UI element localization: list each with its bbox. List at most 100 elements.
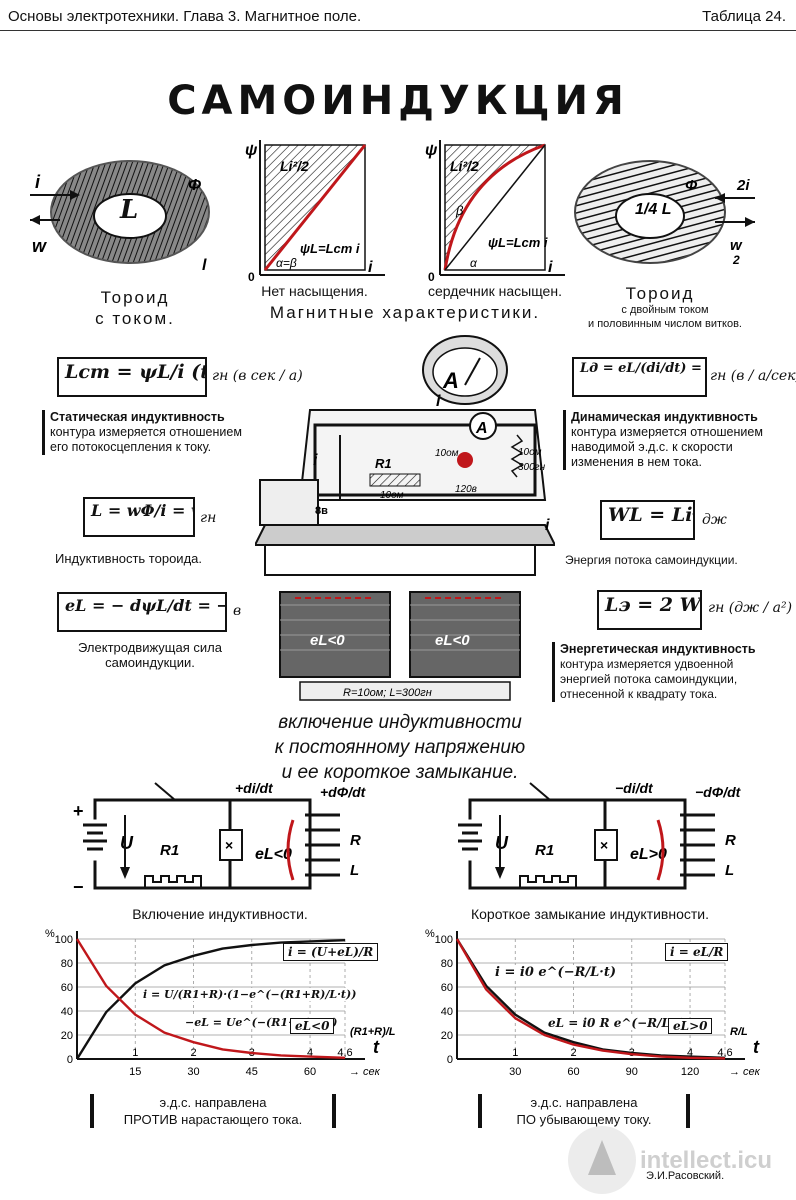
chart0-rise-formula: i = U/(R1+R)·(1−e^(−(R1+R)/L·t)): [143, 988, 357, 1001]
svg-text:10ом: 10ом: [380, 490, 404, 501]
dynamic-inductance-formula: Lд = eL/(di/dt) = dψL/di (tgβ): [572, 357, 707, 397]
svg-text:w: w: [730, 237, 743, 254]
toroid-left-caption-1: Тороид: [100, 288, 170, 307]
chart1-xtick-lower: 90: [626, 1066, 638, 1078]
svg-text:1/4 L: 1/4 L: [635, 201, 671, 218]
characteristic-no-saturation: ψ Li²/2 ψL=Lст i α=β i 0: [245, 140, 385, 284]
svg-text:2: 2: [732, 253, 740, 267]
toroid-inductance-unit: гн: [200, 510, 217, 526]
chart1-xtick-upper: 4: [687, 1047, 693, 1059]
note-left: э.д.с. направлена ПРОТИВ нарастающего то…: [90, 1094, 336, 1128]
dynamic-inductance-unit: гн (в / а/сек): [710, 368, 796, 384]
chart1-emf-formula: eL = i0 R e^(−R/L·t): [548, 1016, 686, 1030]
chart0-ylabel: %: [45, 928, 55, 940]
svg-text:Li²/2: Li²/2: [280, 158, 309, 174]
chart0-series-1: [75, 938, 346, 1059]
chart1-xtick-lower: 120: [681, 1066, 699, 1078]
circuit-left-R: R: [350, 832, 361, 849]
dynamic-desc-2: контура измеряется отношением: [571, 425, 763, 439]
chart1-ytick: 80: [441, 958, 453, 970]
svg-text:i: i: [436, 393, 441, 410]
center-caption-2: к постоянному напряжению: [274, 737, 526, 758]
circuit-left-R1: R1: [160, 842, 179, 859]
energy-desc: Энергия потока самоиндукции.: [565, 553, 738, 567]
chart0-ytick: 100: [55, 934, 73, 946]
chart1-ytick: 60: [441, 982, 453, 994]
energetic-desc: Энергетическая индуктивность контура изм…: [552, 642, 778, 702]
header-left: Основы электротехники. Глава 3. Магнитно…: [8, 8, 362, 25]
chart1-ylabel: %: [425, 928, 435, 940]
chart0-ytick: 60: [61, 982, 73, 994]
circuit-left-emf: eL<0: [255, 846, 292, 863]
char1-formula: ψL=Lст i: [300, 241, 360, 256]
chart1-upper-axis-label: R/L: [730, 1026, 748, 1038]
characteristic-right-caption: сердечник насыщен.: [428, 283, 562, 299]
chart1-xtick-upper: 2: [570, 1047, 576, 1059]
svg-text:i: i: [35, 172, 41, 192]
characteristics-caption: Магнитные характеристики.: [269, 303, 541, 322]
energetic-desc-2: контура измеряется удвоенной: [560, 657, 734, 671]
emf-desc-1: Электродвижущая сила: [78, 640, 222, 655]
circuit-right: U × R1 eL>0 R L −di/dt −dΦ/dt: [458, 780, 742, 890]
toroid-left-illustration: i w Φ l: [30, 160, 210, 274]
energetic-desc-1: Энергетическая индуктивность: [560, 642, 756, 656]
circuit-right-dphi: −dΦ/dt: [695, 784, 742, 800]
apparatus-base-label: R=10ом; L=300гн: [343, 687, 432, 699]
svg-text:2i: 2i: [736, 177, 750, 194]
chart0-ytick: 80: [61, 958, 73, 970]
svg-text:ψ: ψ: [425, 142, 438, 159]
svg-text:i: i: [545, 517, 550, 534]
static-inductance-desc: Статическая индуктивность контура измеря…: [42, 410, 265, 455]
toroid-right-caption-1: Тороид: [625, 284, 695, 303]
toroid-right-illustration: 2i w 2 Φ 1/4 L: [574, 160, 755, 267]
svg-text:w: w: [32, 236, 47, 256]
toroid-left-caption-2: с током.: [95, 309, 175, 328]
circuit-left-U: U: [120, 833, 134, 853]
toroid-inductance-desc: Индуктивность тороида.: [55, 551, 202, 566]
chart0-upper-axis-label: (R1+R)/L: [350, 1026, 395, 1038]
dynamic-desc-1: Динамическая индуктивность: [571, 410, 758, 424]
toroid-right-caption-3: и половинным числом витков.: [588, 318, 742, 330]
circuit-right-R: R: [725, 832, 736, 849]
svg-text:0: 0: [428, 270, 435, 284]
static-desc-3: его потокосцепления к току.: [50, 440, 212, 454]
emf-formula: eL = − dψL/dt = −L di/dt: [57, 592, 227, 632]
circuit-right-caption: Короткое замыкание индуктивности.: [470, 906, 709, 922]
chart0-xtick-lower: 60: [304, 1066, 316, 1078]
svg-text:l: l: [202, 257, 207, 274]
note-left-1: э.д.с. направлена: [159, 1095, 267, 1110]
dynamic-desc-3: наводимой э.д.с. к скорости: [571, 440, 733, 454]
circuit-left-L: L: [350, 862, 359, 879]
note-right: э.д.с. направлена ПО убывающему току.: [478, 1094, 690, 1128]
chart0-xtick-upper: 4: [307, 1047, 313, 1059]
chart0-ytick: 20: [61, 1030, 73, 1042]
svg-text:10ом: 10ом: [518, 447, 542, 458]
note-right-1: э.д.с. направлена: [530, 1095, 638, 1110]
chart1-xlabel: t: [753, 1037, 760, 1057]
characteristic-left-caption: Нет насыщения.: [261, 283, 368, 299]
svg-text:A: A: [475, 420, 488, 437]
page-title: САМОИНДУКЦИЯ: [167, 78, 629, 124]
circuit-left: + − U × R1 eL<0 R L +di/dt +dΦ/dt: [73, 780, 367, 897]
apparatus-r1: R1: [375, 456, 392, 471]
svg-text:×: ×: [600, 837, 608, 853]
chart1-series-1: [455, 938, 726, 1060]
site-logo: intellect.icu: [568, 1126, 772, 1194]
svg-text:i: i: [313, 452, 318, 469]
svg-text:i: i: [368, 259, 373, 276]
energy-formula: WL = Li²/2: [600, 500, 695, 540]
header-right: Таблица 24.: [702, 8, 786, 25]
svg-text:i: i: [548, 259, 553, 276]
svg-text:−: −: [73, 877, 84, 897]
chart0-ytick: 40: [61, 1006, 73, 1018]
energetic-unit: гн (дж / а²): [708, 600, 793, 616]
svg-text:β: β: [455, 203, 464, 218]
note-left-2: ПРОТИВ нарастающего тока.: [123, 1112, 303, 1127]
circuit-right-R1: R1: [535, 842, 554, 859]
emf-unit: в: [233, 603, 242, 619]
svg-text:300гн: 300гн: [518, 462, 546, 473]
chart0-series-0: [75, 939, 346, 1060]
chart1-current-formula: i = eL/R: [665, 943, 729, 961]
chart1-ytick: 0: [447, 1054, 453, 1066]
